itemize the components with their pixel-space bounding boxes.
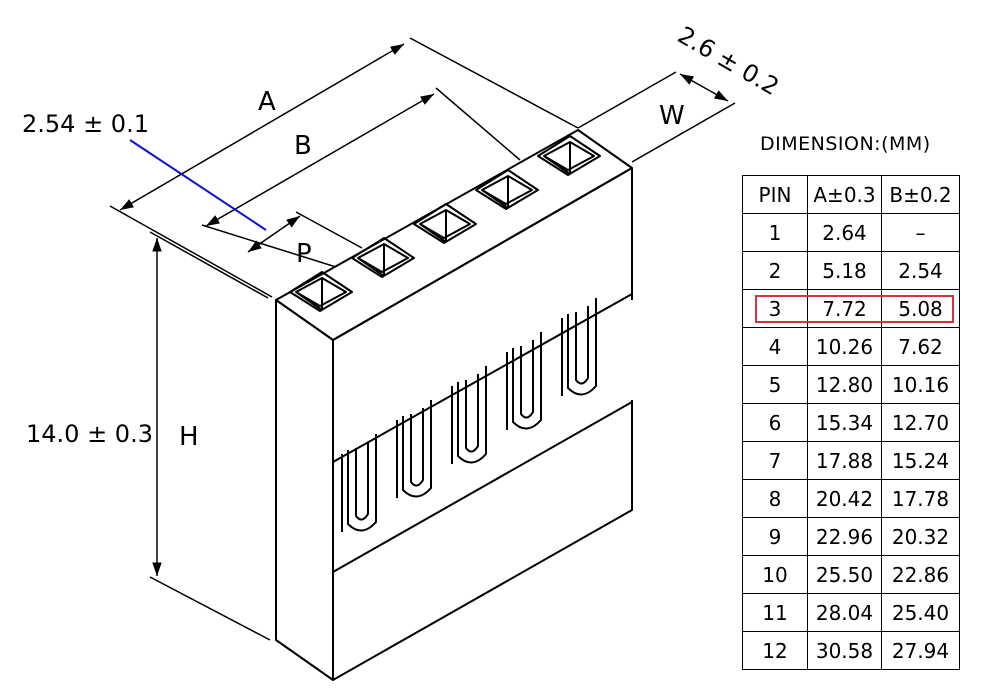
connector-body [275,129,633,681]
pin-cell: 10 [742,555,808,594]
pin-cell: 8 [742,479,808,518]
a-cell: 2.64 [807,213,882,252]
pin-cell: 9 [742,517,808,556]
pin-cell: 4 [742,327,808,366]
table-title: DIMENSION:(MM) [760,133,931,155]
pin-cell: 11 [742,593,808,632]
b-cell: 7.62 [881,327,960,366]
a-cell: 15.34 [807,403,882,442]
a-cell: 30.58 [807,631,882,670]
a-cell: 12.80 [807,365,882,404]
pin-cavity [289,271,353,312]
ext-line-right-b [435,87,521,161]
height-label: 14.0 ± 0.3 [26,420,153,448]
window-band-bottom [332,401,633,573]
dim-line-p [247,215,301,253]
ext-line-right-a [409,37,579,129]
pin-cell: 12 [742,631,808,670]
b-cell: – [881,213,960,252]
pin-cavity [475,169,539,210]
pin-cell: 6 [742,403,808,442]
connector-right-face-lower [332,400,633,681]
contact-slot [506,332,542,430]
label-w: W [659,101,685,131]
contact-slot [396,400,432,498]
connector-front-face [275,299,334,681]
dim-line-a [119,43,405,211]
b-cell: 25.40 [881,593,960,632]
pitch-label: 2.54 ± 0.1 [22,110,149,138]
dim-line-w [679,73,729,102]
dimension-lines [109,37,736,641]
b-cell: 12.70 [881,403,960,442]
b-cell: 10.16 [881,365,960,404]
connector-right-face [332,167,633,341]
contact-slot [341,434,377,532]
contact-slots [341,298,597,532]
label-h: H [179,422,199,452]
window-band-top [332,293,633,463]
pin-cell: 1 [742,213,808,252]
pin-cell: 5 [742,365,808,404]
header-b: B±0.2 [881,175,960,214]
highlighted-row-outline [755,295,954,323]
header-pin: PIN [742,175,808,214]
pin-cell: 7 [742,441,808,480]
a-cell: 28.04 [807,593,882,632]
a-cell: 20.42 [807,479,882,518]
table-header-row: PIN A±0.3 B±0.2 [742,175,960,214]
pin-cavity [413,203,477,244]
pitch-leader-line [129,139,267,231]
contact-slot [561,298,597,396]
a-cell: 10.26 [807,327,882,366]
a-cell: 17.88 [807,441,882,480]
pin-cavity [537,135,601,176]
label-a: A [258,87,276,117]
pin-cavities [289,135,601,312]
width-label: 2.6 ± 0.2 [673,21,784,101]
a-cell: 25.50 [807,555,882,594]
ext-line-w-bottom [631,102,736,163]
b-cell: 2.54 [881,251,960,290]
ext-line-left [109,205,273,298]
connector-top-face [275,129,633,341]
ext-line-h-bottom [149,576,271,641]
a-cell: 5.18 [807,251,882,290]
b-cell: 27.94 [881,631,960,670]
contact-slot [451,366,487,464]
b-cell: 15.24 [881,441,960,480]
b-cell: 17.78 [881,479,960,518]
label-b: B [294,131,312,161]
ext-line-w-top [577,71,677,129]
dim-line-b [205,93,435,227]
b-cell: 20.32 [881,517,960,556]
a-cell: 22.96 [807,517,882,556]
ext-line-p-left [201,224,337,268]
pin-cell: 2 [742,251,808,290]
ext-line-h-top [149,231,269,299]
pin-cavity [351,237,415,278]
b-cell: 22.86 [881,555,960,594]
label-p: P [296,239,312,269]
header-a: A±0.3 [807,175,882,214]
